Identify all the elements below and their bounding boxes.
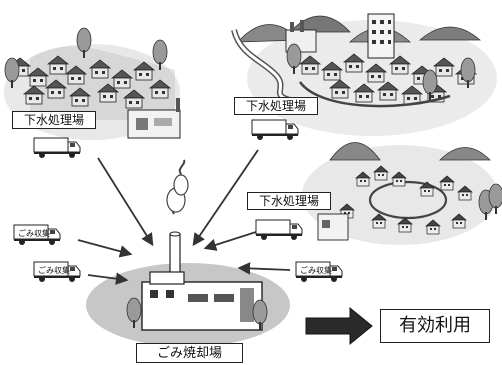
arrow-sewage3-to-incinerator [203,231,257,251]
flow-arrows [77,149,291,285]
garbage-truck-2-label: ごみ収集 [38,265,70,275]
effective-use-label: 有効利用 [380,309,490,343]
garbage-truck-1-label: ごみ収集 [18,228,50,238]
arrow-to-effective-use [305,306,373,346]
incinerator-label: ごみ焼却場 [136,343,243,363]
city-area-topright [231,13,497,136]
garbage-truck-3-label: ごみ収集 [300,265,332,275]
garbage-truck-3: ごみ収集 [295,261,343,283]
arrow-sewage1-to-incinerator [97,157,154,247]
sludge-truck-3 [255,219,303,241]
residential-area-right [302,142,502,245]
sewage-plant-label-3: 下水処理場 [247,192,331,210]
sludge-truck-2 [251,119,299,141]
garbage-truck-1: ごみ収集 [13,224,61,246]
arrow-truck3-to-incinerator [237,262,291,275]
garbage-truck-2: ごみ収集 [33,261,81,283]
arrow-truck1-to-incinerator [77,239,133,258]
sludge-truck-1 [33,137,81,159]
arrow-truck2-to-incinerator [87,272,129,285]
incinerator-facility [86,159,290,347]
sewage-plant-label-1: 下水処理場 [12,111,96,129]
arrow-sewage2-to-incinerator [192,149,259,247]
sewage-plant-label-2: 下水処理場 [234,97,318,115]
